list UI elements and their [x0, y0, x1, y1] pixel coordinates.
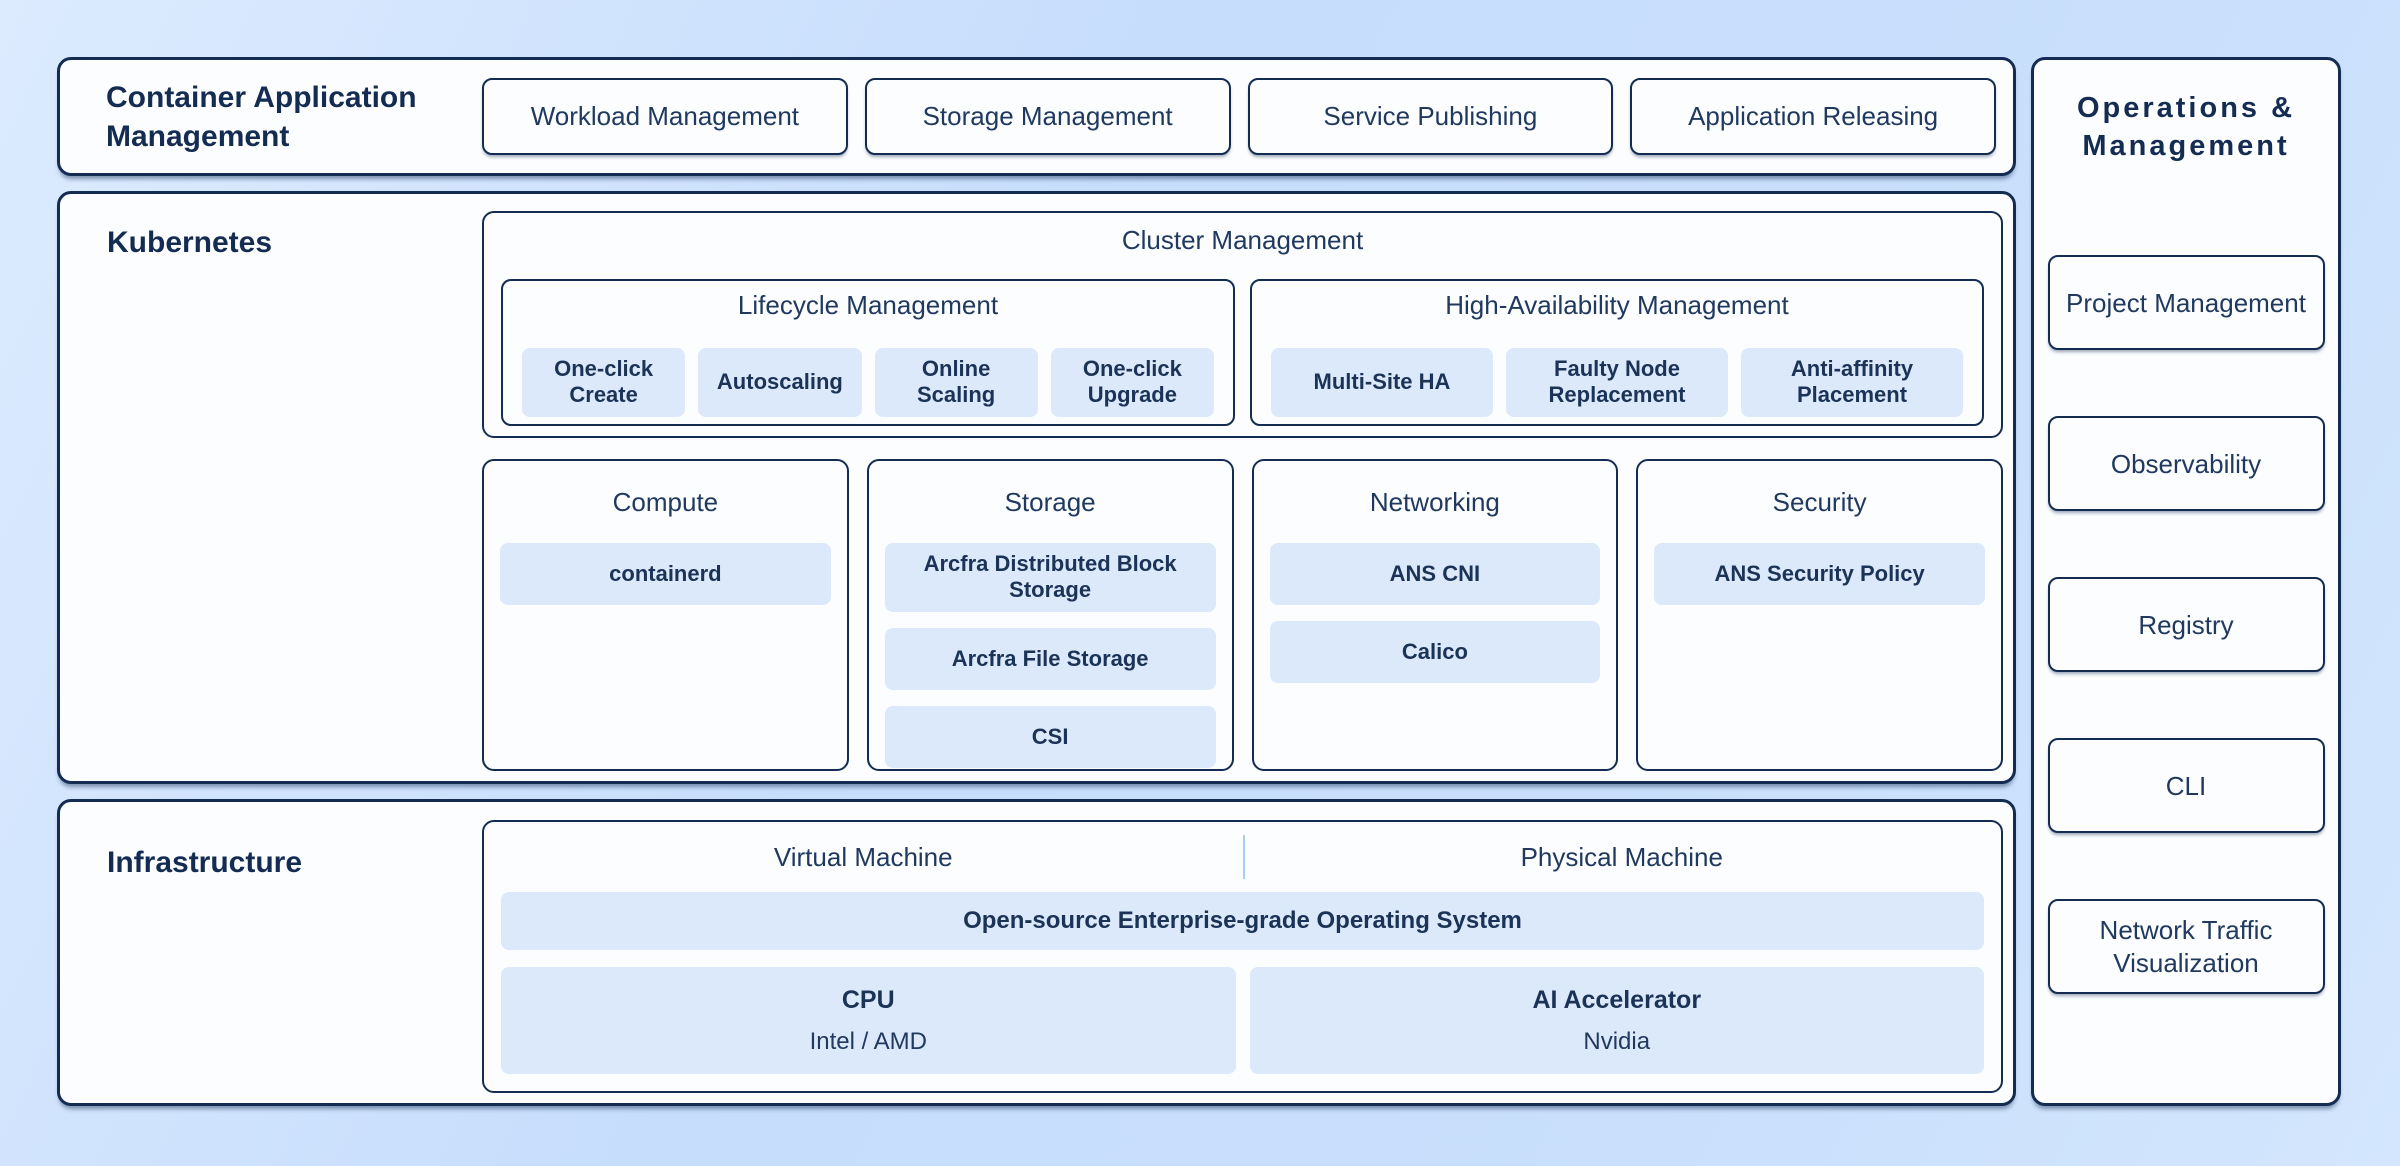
infrastructure-panel: Infrastructure Virtual Machine Physical … [57, 799, 2016, 1106]
tag-ans-security-policy: ANS Security Policy [1654, 543, 1985, 605]
networking-title: Networking [1369, 487, 1500, 517]
tag-online-scaling: Online Scaling [874, 348, 1038, 417]
workload-management-button[interactable]: Workload Management [482, 78, 848, 155]
cpu-vendors: Intel / AMD [809, 1027, 927, 1055]
virtual-machine-header: Virtual Machine [773, 841, 953, 872]
operations-management-title: Operations & Management [2076, 92, 2296, 162]
infrastructure-label: Infrastructure [107, 846, 303, 879]
tag-faulty-node-replacement: Faulty Node Replacement [1506, 348, 1728, 417]
tag-arcfra-distributed-block-storage: Arcfra Distributed Block Storage [884, 543, 1216, 612]
tag-one-click-upgrade: One-click Upgrade [1050, 348, 1214, 417]
high-availability-management-box: High-Availability Management Multi-Site … [1250, 279, 1984, 426]
compute-title: Compute [612, 487, 719, 517]
lifecycle-management-box: Lifecycle Management One-click Create Au… [501, 279, 1235, 426]
tag-containerd: containerd [500, 543, 831, 605]
physical-machine-header: Physical Machine [1520, 841, 1723, 872]
network-traffic-visualization-button[interactable]: Network Traffic Visualization [2047, 899, 2325, 995]
hardware-row: CPU Intel / AMD AI Accelerator Nvidia [501, 967, 1984, 1074]
operating-system-bar: Open-source Enterprise-grade Operating S… [501, 892, 1984, 950]
networking-box: Networking ANS CNI Calico [1251, 459, 1619, 771]
compute-box: Compute containerd [482, 459, 849, 771]
cpu-box: CPU Intel / AMD [501, 967, 1236, 1074]
infrastructure-box: Virtual Machine Physical Machine Open-so… [482, 820, 2003, 1093]
security-box: Security ANS Security Policy [1636, 459, 2003, 771]
high-availability-management-title: High-Availability Management [1445, 290, 1789, 320]
container-app-mgmt-buttons: Workload Management Storage Management S… [482, 78, 1996, 155]
tag-autoscaling: Autoscaling [698, 348, 862, 417]
application-releasing-button[interactable]: Application Releasing [1630, 78, 1996, 155]
tag-multi-site-ha: Multi-Site HA [1271, 348, 1493, 417]
cluster-management-groups: Lifecycle Management One-click Create Au… [484, 279, 2001, 426]
tag-one-click-create: One-click Create [522, 348, 686, 417]
cpu-title: CPU [841, 985, 895, 1014]
lifecycle-management-title: Lifecycle Management [737, 290, 999, 320]
storage-management-button[interactable]: Storage Management [864, 78, 1231, 155]
operations-buttons: Project Management Observability Registr… [2034, 255, 2338, 995]
storage-box: Storage Arcfra Distributed Block Storage… [866, 459, 1234, 771]
cluster-management-box: Cluster Management Lifecycle Management … [482, 211, 2003, 438]
tag-arcfra-file-storage: Arcfra File Storage [884, 627, 1216, 690]
cluster-management-title: Cluster Management [1121, 225, 1364, 255]
ai-accelerator-box: AI Accelerator Nvidia [1249, 967, 1984, 1074]
service-publishing-button[interactable]: Service Publishing [1247, 78, 1614, 155]
operations-management-panel: Operations & Management Project Manageme… [2031, 57, 2341, 1106]
high-availability-tags: Multi-Site HA Faulty Node Replacement An… [1252, 348, 1982, 417]
kubernetes-label: Kubernetes [107, 226, 273, 259]
ai-accelerator-vendor: Nvidia [1583, 1027, 1651, 1055]
security-title: Security [1772, 487, 1867, 517]
machine-type-header: Virtual Machine Physical Machine [484, 822, 2001, 892]
registry-button[interactable]: Registry [2047, 577, 2325, 673]
tag-anti-affinity-placement: Anti-affinity Placement [1741, 348, 1963, 417]
tag-ans-cni: ANS CNI [1269, 543, 1601, 605]
tag-calico: Calico [1269, 621, 1601, 683]
observability-button[interactable]: Observability [2047, 416, 2325, 512]
project-management-button[interactable]: Project Management [2047, 255, 2325, 351]
ai-accelerator-title: AI Accelerator [1532, 985, 1702, 1014]
container-app-mgmt-title: Container Application Management [106, 80, 417, 153]
tag-csi: CSI [884, 705, 1216, 768]
machine-divider [1242, 835, 1245, 879]
kubernetes-panel: Kubernetes Cluster Management Lifecycle … [57, 191, 2016, 784]
cli-button[interactable]: CLI [2047, 738, 2325, 834]
lifecycle-management-tags: One-click Create Autoscaling Online Scal… [503, 348, 1233, 417]
container-application-management-panel: Container Application Management Workloa… [57, 57, 2016, 176]
storage-title: Storage [1004, 487, 1096, 517]
kubernetes-columns: Compute containerd Storage Arcfra Distri… [482, 459, 2003, 771]
